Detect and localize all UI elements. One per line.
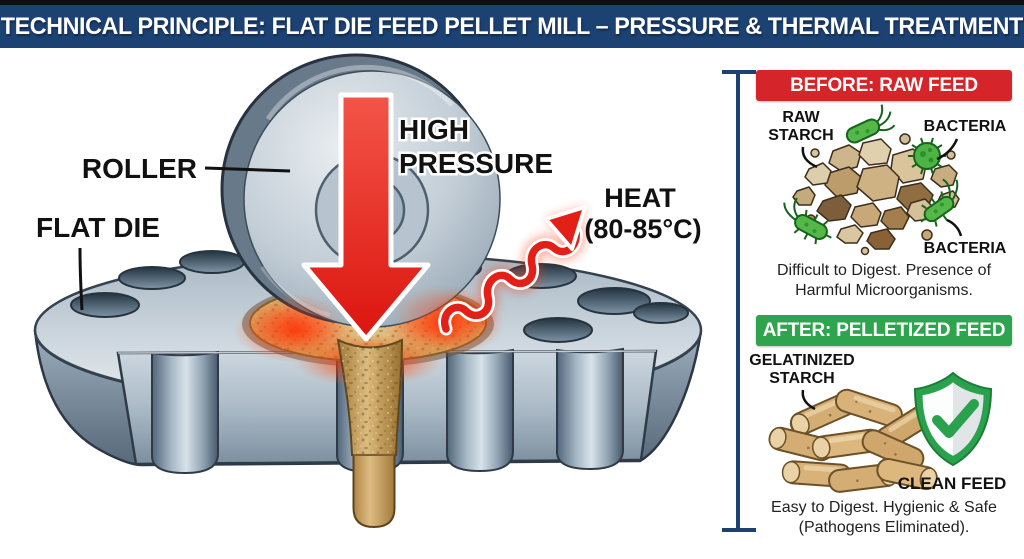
starch-rock <box>824 166 862 198</box>
before-caption-line1: Difficult to Digest. Presence of <box>776 262 992 279</box>
starch-rock <box>866 228 896 250</box>
die-groove <box>446 348 514 473</box>
die-hole <box>523 317 593 343</box>
after-caption-line1: Easy to Digest. Hygienic & Safe <box>771 499 997 516</box>
starch-rock <box>880 206 910 230</box>
raw-starch-leader <box>801 146 818 169</box>
roller-leader-line <box>204 166 291 173</box>
gelatinized-starch-label-line2: STARCH <box>769 370 834 387</box>
top-border-strip <box>0 0 1024 5</box>
check-icon <box>932 399 979 438</box>
raw-starch-label-line1: RAW <box>782 109 820 126</box>
pressure-arrow <box>301 92 431 342</box>
bacteria-bottom-label: BACTERIA <box>924 240 1007 257</box>
high-pressure-label-line2: PRESSURE <box>399 148 553 179</box>
high-pressure-label-line1: HIGH <box>399 114 469 145</box>
bacterium-rod-top <box>845 104 896 144</box>
bacterium-rod-right <box>920 178 959 227</box>
pellet-column <box>336 338 404 529</box>
starch-rock <box>804 162 832 186</box>
panel-bracket <box>722 70 756 532</box>
heat-label-line1: HEAT <box>604 183 676 213</box>
after-caption-line2: (Pathogens Eliminated). <box>798 519 970 537</box>
bacteria-top-leader <box>936 138 959 161</box>
title-bar: TECHNICAL PRINCIPLE: FLAT DIE FEED PELLE… <box>0 5 1024 48</box>
before-header-label: BEFORE: RAW FEED <box>790 74 978 96</box>
die-groove <box>556 347 624 471</box>
before-caption: Difficult to Digest. Presence of Harmful… <box>748 261 1020 302</box>
starch-rock <box>836 224 864 244</box>
roller-label: ROLLER <box>82 153 197 184</box>
raw-starch-label-line2: STARCH <box>768 127 833 144</box>
raw-feed-illustration: RAW STARCH BACTERIA BACTERIA <box>768 104 1007 257</box>
starch-rock <box>850 202 882 228</box>
after-header-label: AFTER: PELLETIZED FEED <box>762 319 1006 341</box>
starch-rock <box>930 164 958 188</box>
bacteria-bottom-leader <box>946 218 963 237</box>
after-caption: Easy to Digest. Hygienic & Safe (Pathoge… <box>748 498 1020 539</box>
die-hole <box>118 266 186 290</box>
die-groove <box>151 350 219 475</box>
die-hole <box>633 302 689 324</box>
flat-die-leader-line <box>78 247 84 311</box>
pelletized-feed-illustration: GELATINIZED STARCH CLEAN FEED <box>749 352 1007 493</box>
clean-feed-label: CLEAN FEED <box>898 474 1007 493</box>
bacteria-top-label: BACTERIA <box>924 118 1007 135</box>
before-caption-line2: Harmful Microorganisms. <box>795 282 973 300</box>
extruded-pellet <box>352 454 396 529</box>
bacterium-spiky <box>908 137 946 175</box>
die-hole <box>577 287 651 315</box>
starch-rock <box>828 144 862 172</box>
page-title: TECHNICAL PRINCIPLE: FLAT DIE FEED PELLE… <box>0 12 1024 40</box>
die-hole <box>70 292 140 318</box>
heat-wave-arrow <box>435 205 587 338</box>
starch-rock <box>856 164 900 202</box>
bacterium-rod-left <box>783 197 832 245</box>
pellet <box>876 457 938 491</box>
gelatinized-starch-label-line1: GELATINIZED <box>749 352 854 369</box>
after-header: AFTER: PELLETIZED FEED <box>756 315 1012 346</box>
starch-rock <box>858 138 892 166</box>
pellet-mill-diagram: ROLLER FLAT DIE HIGH PRESSURE HEAT (80-8… <box>33 53 703 529</box>
diagram-labels: ROLLER FLAT DIE HIGH PRESSURE HEAT (80-8… <box>36 112 702 311</box>
clean-feed-shield <box>913 371 993 467</box>
before-header: BEFORE: RAW FEED <box>756 70 1012 101</box>
starch-rock <box>816 194 852 222</box>
starch-rock <box>792 186 816 206</box>
die-hole <box>179 250 245 274</box>
heat-label-line2: (80-85°C) <box>584 214 701 244</box>
flat-die-label: FLAT DIE <box>36 212 160 243</box>
heat-glow-on-roller <box>240 293 344 353</box>
gelatinized-leader <box>801 389 816 411</box>
